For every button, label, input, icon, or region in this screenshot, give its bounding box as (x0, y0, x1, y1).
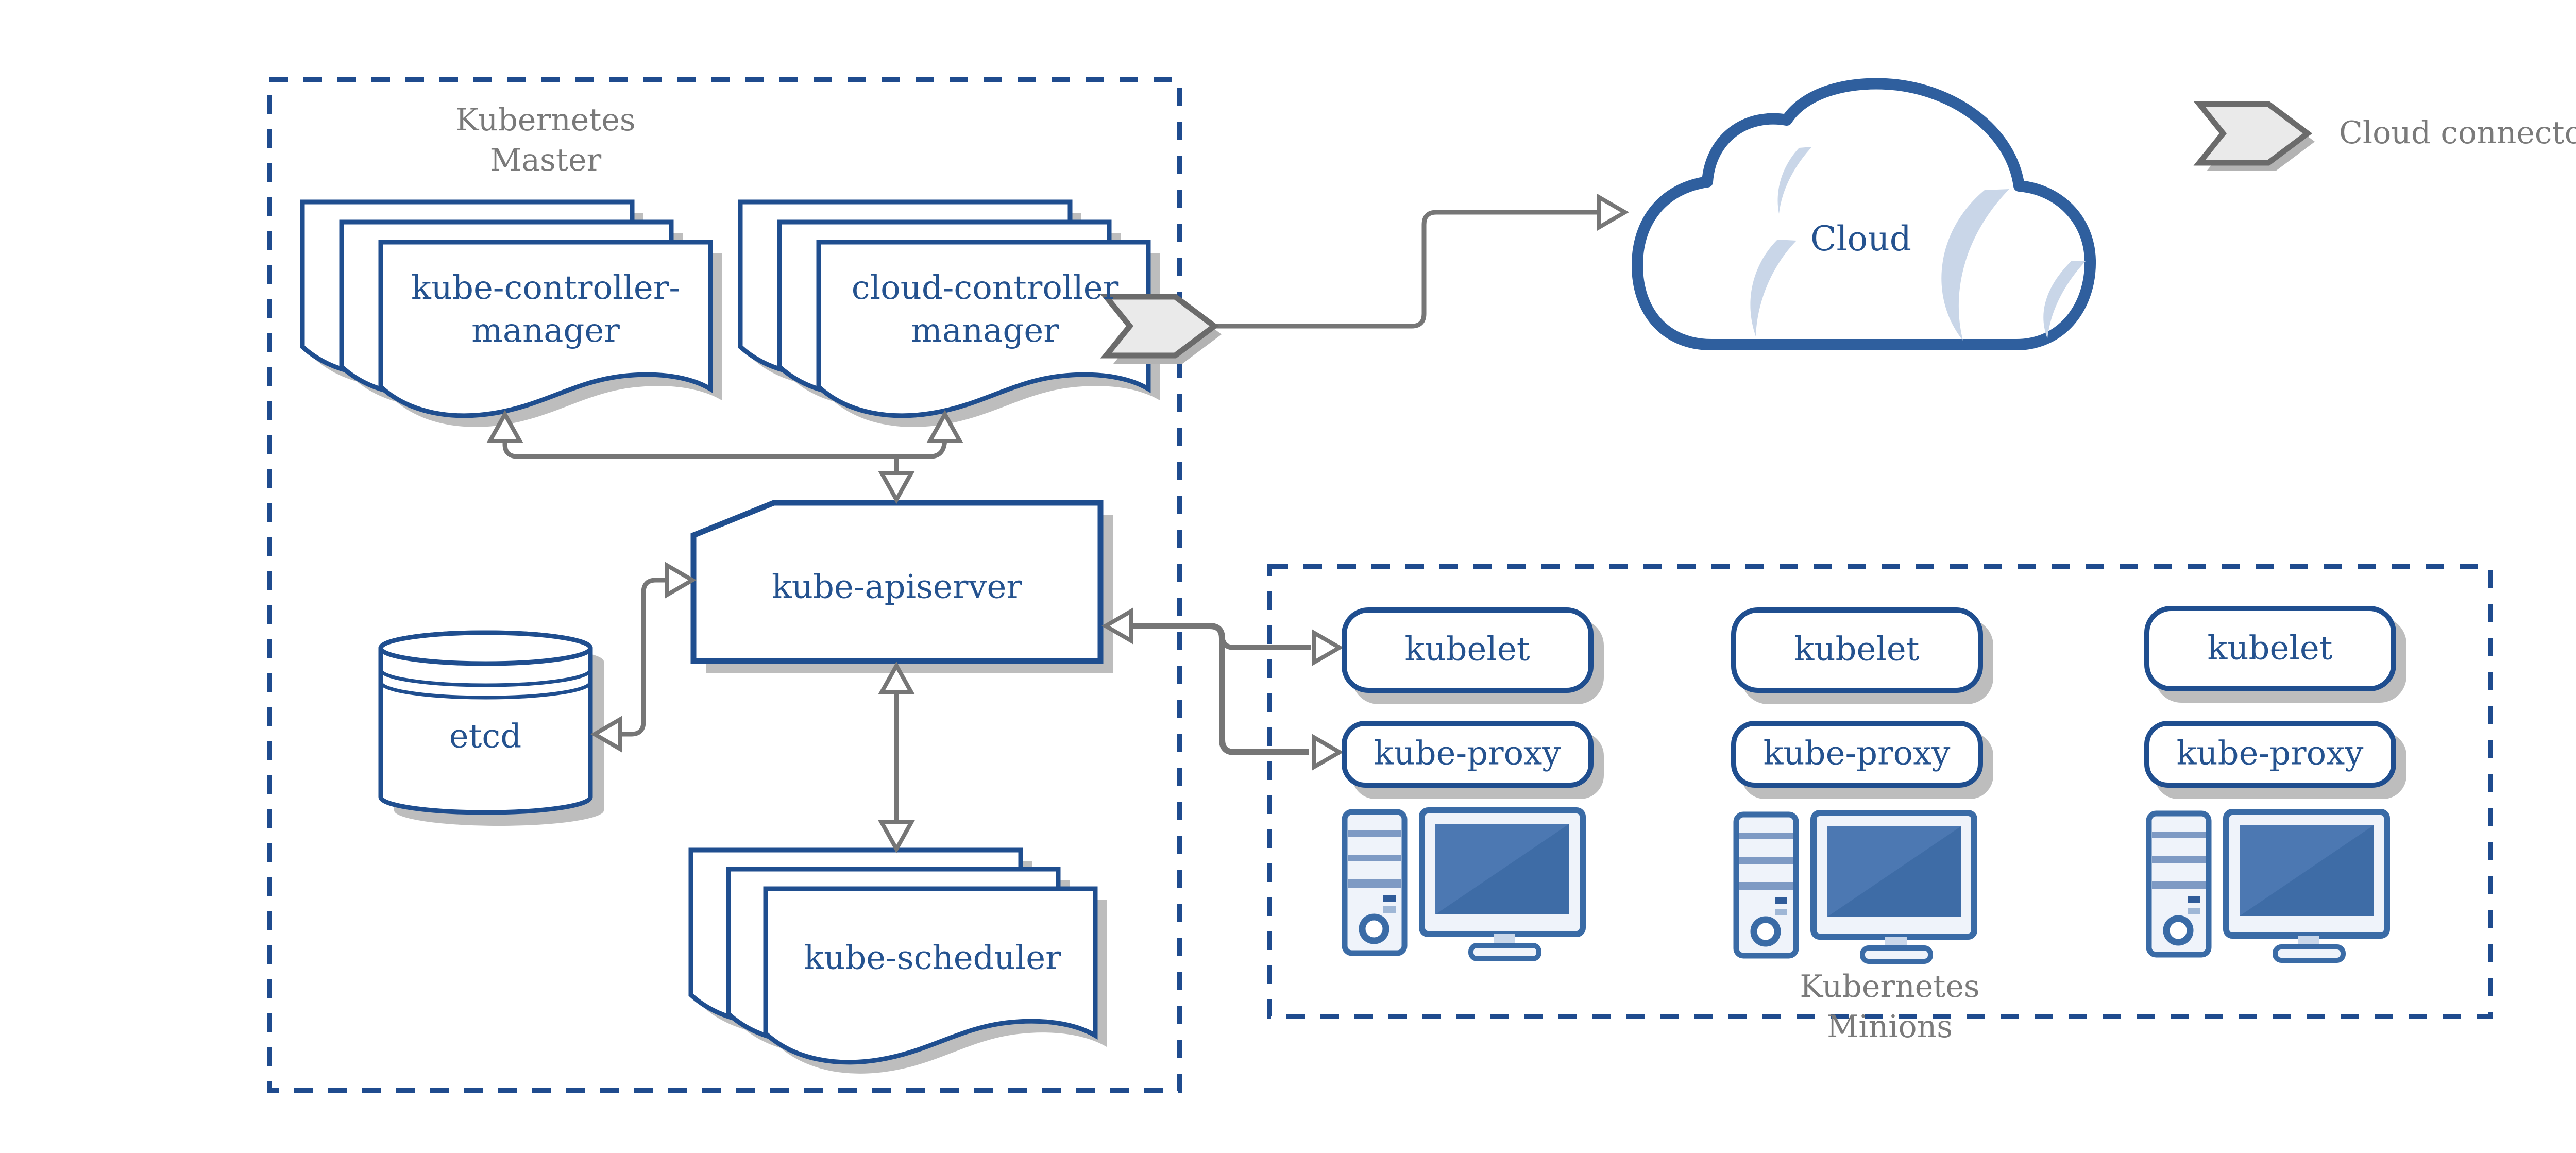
kube-apiserver-node (690, 500, 1113, 673)
kube-proxy-label-2: kube-proxy (1763, 734, 1951, 773)
computer-icon (1345, 810, 1583, 959)
cloud-shine-streaks (1750, 147, 2086, 341)
legend-label: Cloud connector (2339, 115, 2576, 151)
kube-proxy-node-2 (1731, 721, 1983, 788)
legend-cloud-connector-icon (2199, 104, 2315, 171)
cloud-node (1632, 78, 2096, 350)
minions-group-label: Kubernetes Minions (1800, 969, 1980, 1045)
etcd-label: etcd (449, 717, 522, 756)
kubelet-label-2: kubelet (1794, 630, 1920, 669)
cloud-controller-cloud-connector (1214, 210, 1597, 329)
kube-scheduler-label: kube-scheduler (804, 939, 1061, 977)
cloud-label: Cloud (1810, 219, 1912, 259)
kubelet-node-3 (2144, 606, 2396, 691)
kubelet-node-2 (1731, 607, 1983, 693)
kube-controller-manager-label: kube-controller- manager (411, 268, 680, 350)
kube-proxy-node-3 (2144, 721, 2396, 788)
kube-proxy-node-1 (1342, 721, 1594, 788)
kube-proxy-label-1: kube-proxy (1374, 734, 1561, 773)
kubelet-label-3: kubelet (2207, 629, 2333, 668)
kubelet-node-1 (1342, 607, 1594, 693)
arrowheads (486, 194, 1629, 854)
cloud-connector-icon (1106, 297, 1222, 364)
kubelet-label-1: kubelet (1404, 630, 1530, 669)
cloud-controller-manager-label: cloud-controller manager (851, 268, 1119, 350)
etcd-apiserver-connector (621, 578, 667, 737)
computer-icon (1736, 813, 1974, 961)
apiserver-minions-connector (1132, 623, 1311, 755)
controllers-apiserver-connector (502, 437, 947, 474)
kubernetes-minions-group-border (1267, 564, 2493, 1019)
kube-apiserver-label: kube-apiserver (772, 568, 1022, 606)
kube-proxy-label-3: kube-proxy (2176, 734, 2364, 773)
master-group-label: Kubernetes Master (455, 102, 636, 178)
kubernetes-master-group-border (267, 77, 1182, 1093)
etcd-node (378, 630, 604, 826)
computer-icon (2149, 812, 2387, 960)
